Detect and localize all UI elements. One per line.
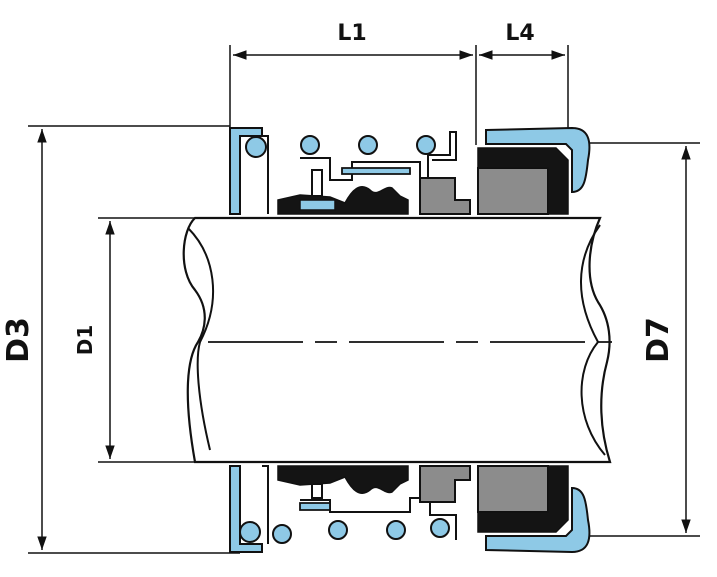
label-d3: D3 (1, 317, 36, 363)
bellows-top (277, 186, 409, 215)
dimension-d3: D3 (1, 125, 240, 554)
dimension-d7: D7 (580, 142, 700, 537)
seal-assembly-top (229, 126, 591, 215)
gland-cup-top (485, 126, 591, 194)
spring-coil-bottom-3 (386, 520, 406, 540)
spring-coil-top-2 (358, 135, 378, 155)
spring-coil-top-1 (300, 135, 320, 155)
rotary-face-bottom (419, 465, 471, 503)
stationary-seat-top (477, 167, 549, 215)
seal-assembly-bottom (229, 465, 591, 554)
label-l4: L4 (505, 21, 534, 46)
rotary-face-top (419, 177, 471, 215)
gland-cup-bottom (485, 486, 591, 554)
spring-coil-large-top (245, 136, 267, 158)
label-d1: D1 (73, 325, 97, 356)
stationary-seat-bottom (477, 465, 549, 513)
retainer-shell-top (229, 127, 263, 215)
bellows-bottom (277, 465, 409, 494)
dimension-l1: L1 (229, 21, 477, 145)
dimension-d1: D1 (73, 217, 195, 463)
spring-coil-bottom-1 (272, 524, 292, 544)
spring-coil-large-bottom (239, 521, 261, 543)
spring-coil-top-3 (416, 135, 436, 155)
cup-rubber-top (477, 147, 569, 215)
retainer-shell-bottom (229, 465, 263, 553)
label-d7: D7 (641, 317, 676, 363)
cup-rubber-bottom (477, 465, 569, 533)
spring-coil-bottom-2 (328, 520, 348, 540)
dimension-l4: L4 (479, 21, 569, 135)
shaft (182, 216, 612, 464)
label-l1: L1 (337, 21, 366, 46)
spring-coil-bottom-4 (430, 518, 450, 538)
